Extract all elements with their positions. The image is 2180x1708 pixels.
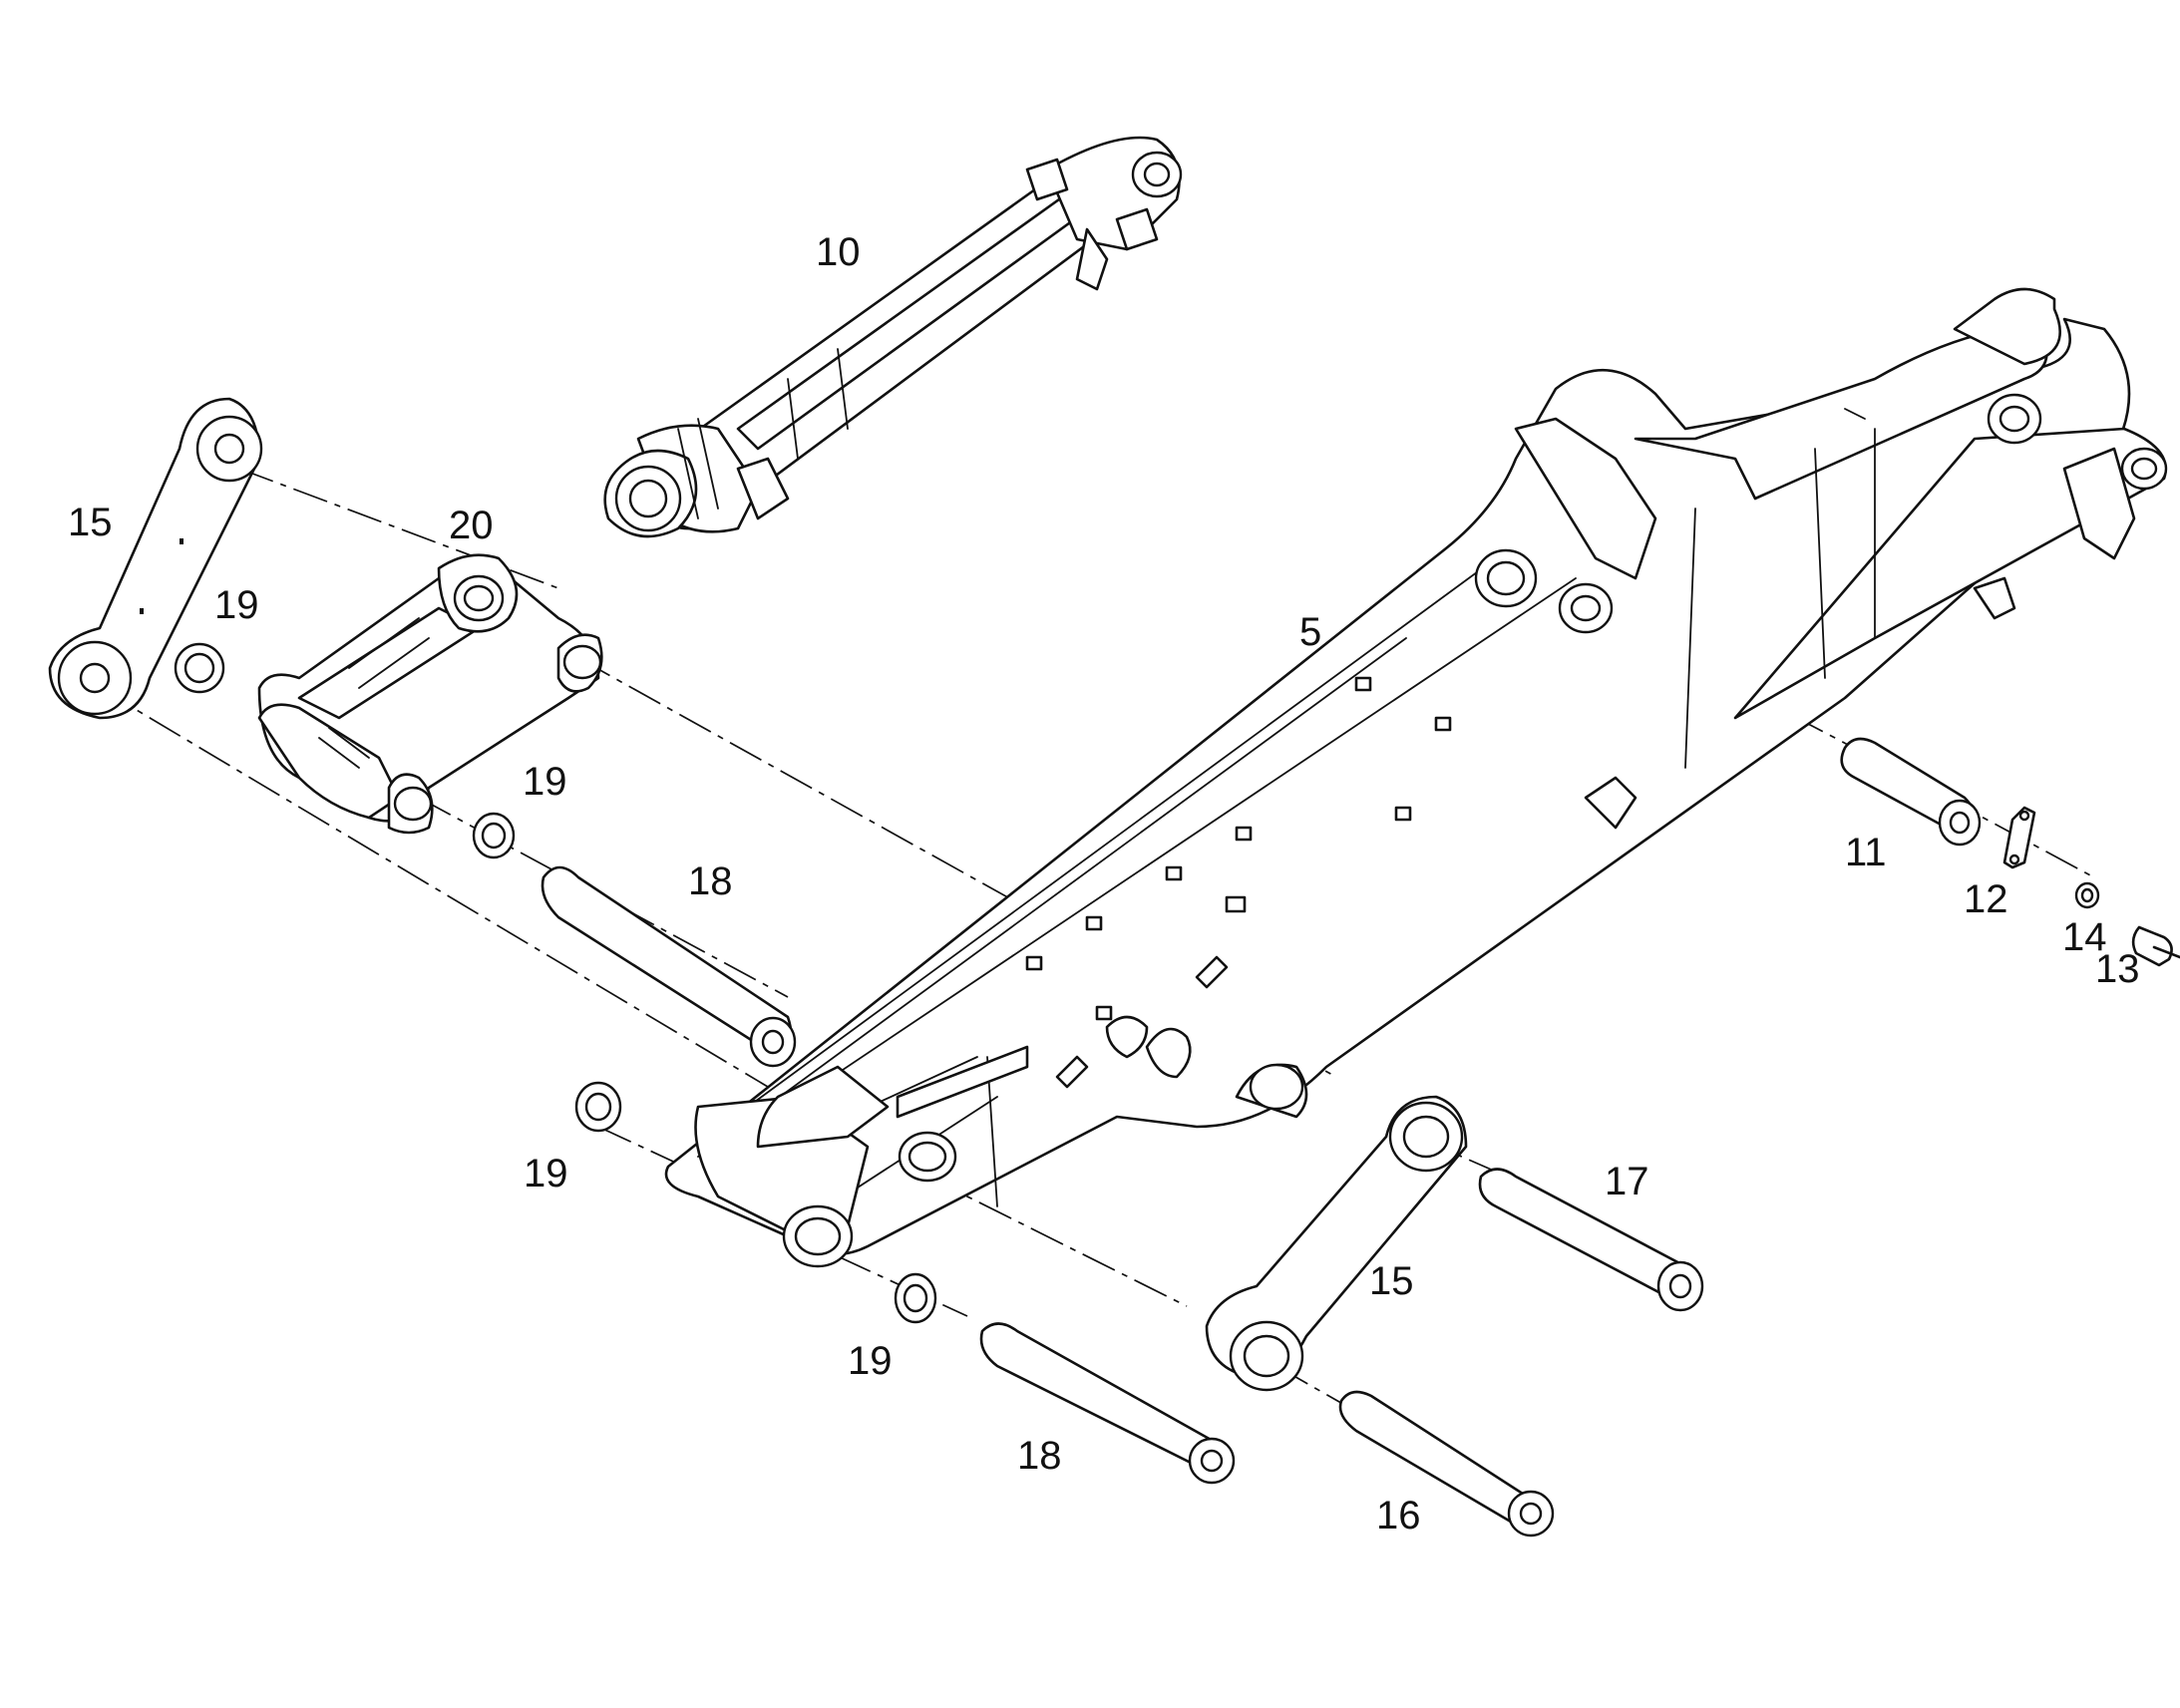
retaining-ring-lower-left — [574, 1081, 622, 1133]
pin-18-lower — [979, 1322, 1236, 1485]
pin-16 — [1338, 1390, 1555, 1537]
hydraulic-cylinder — [603, 136, 1183, 538]
part-labels: 10 5 20 15 19 19 18 11 12 14 13 19 17 15… — [68, 230, 2140, 1537]
retaining-ring-upper-left — [174, 642, 225, 694]
washer-14 — [2074, 881, 2100, 909]
label-15-upper: 15 — [68, 501, 113, 544]
label-17: 17 — [1605, 1160, 1649, 1203]
retaining-plate-12 — [2002, 806, 2036, 869]
link-lower-right — [1205, 1095, 1468, 1392]
label-20: 20 — [449, 504, 494, 547]
label-12: 12 — [1964, 877, 2008, 921]
label-5: 5 — [1299, 610, 1321, 654]
pin-11 — [1840, 737, 1982, 847]
label-15-lower: 15 — [1369, 1259, 1414, 1303]
pin-18-upper — [541, 865, 797, 1068]
tilt-lever — [257, 553, 603, 835]
retaining-ring-lower-middle — [894, 1272, 937, 1324]
bolt-13 — [2131, 925, 2180, 967]
label-19-lower: 19 — [848, 1339, 893, 1383]
label-13: 13 — [2095, 947, 2140, 991]
pin-17 — [1478, 1168, 1704, 1312]
label-19-lower-left: 19 — [524, 1152, 568, 1196]
label-11: 11 — [1845, 831, 1887, 874]
label-19-upper: 19 — [214, 583, 259, 627]
label-18-upper: 18 — [688, 859, 733, 903]
label-19-mid: 19 — [523, 760, 567, 804]
link-upper-left — [48, 397, 263, 720]
label-18-lower: 18 — [1017, 1434, 1062, 1478]
retaining-ring-mid-left — [472, 812, 516, 859]
boom-arm — [664, 287, 2168, 1268]
label-16: 16 — [1376, 1494, 1421, 1537]
label-10: 10 — [816, 230, 861, 274]
label-14: 14 — [2062, 915, 2107, 959]
